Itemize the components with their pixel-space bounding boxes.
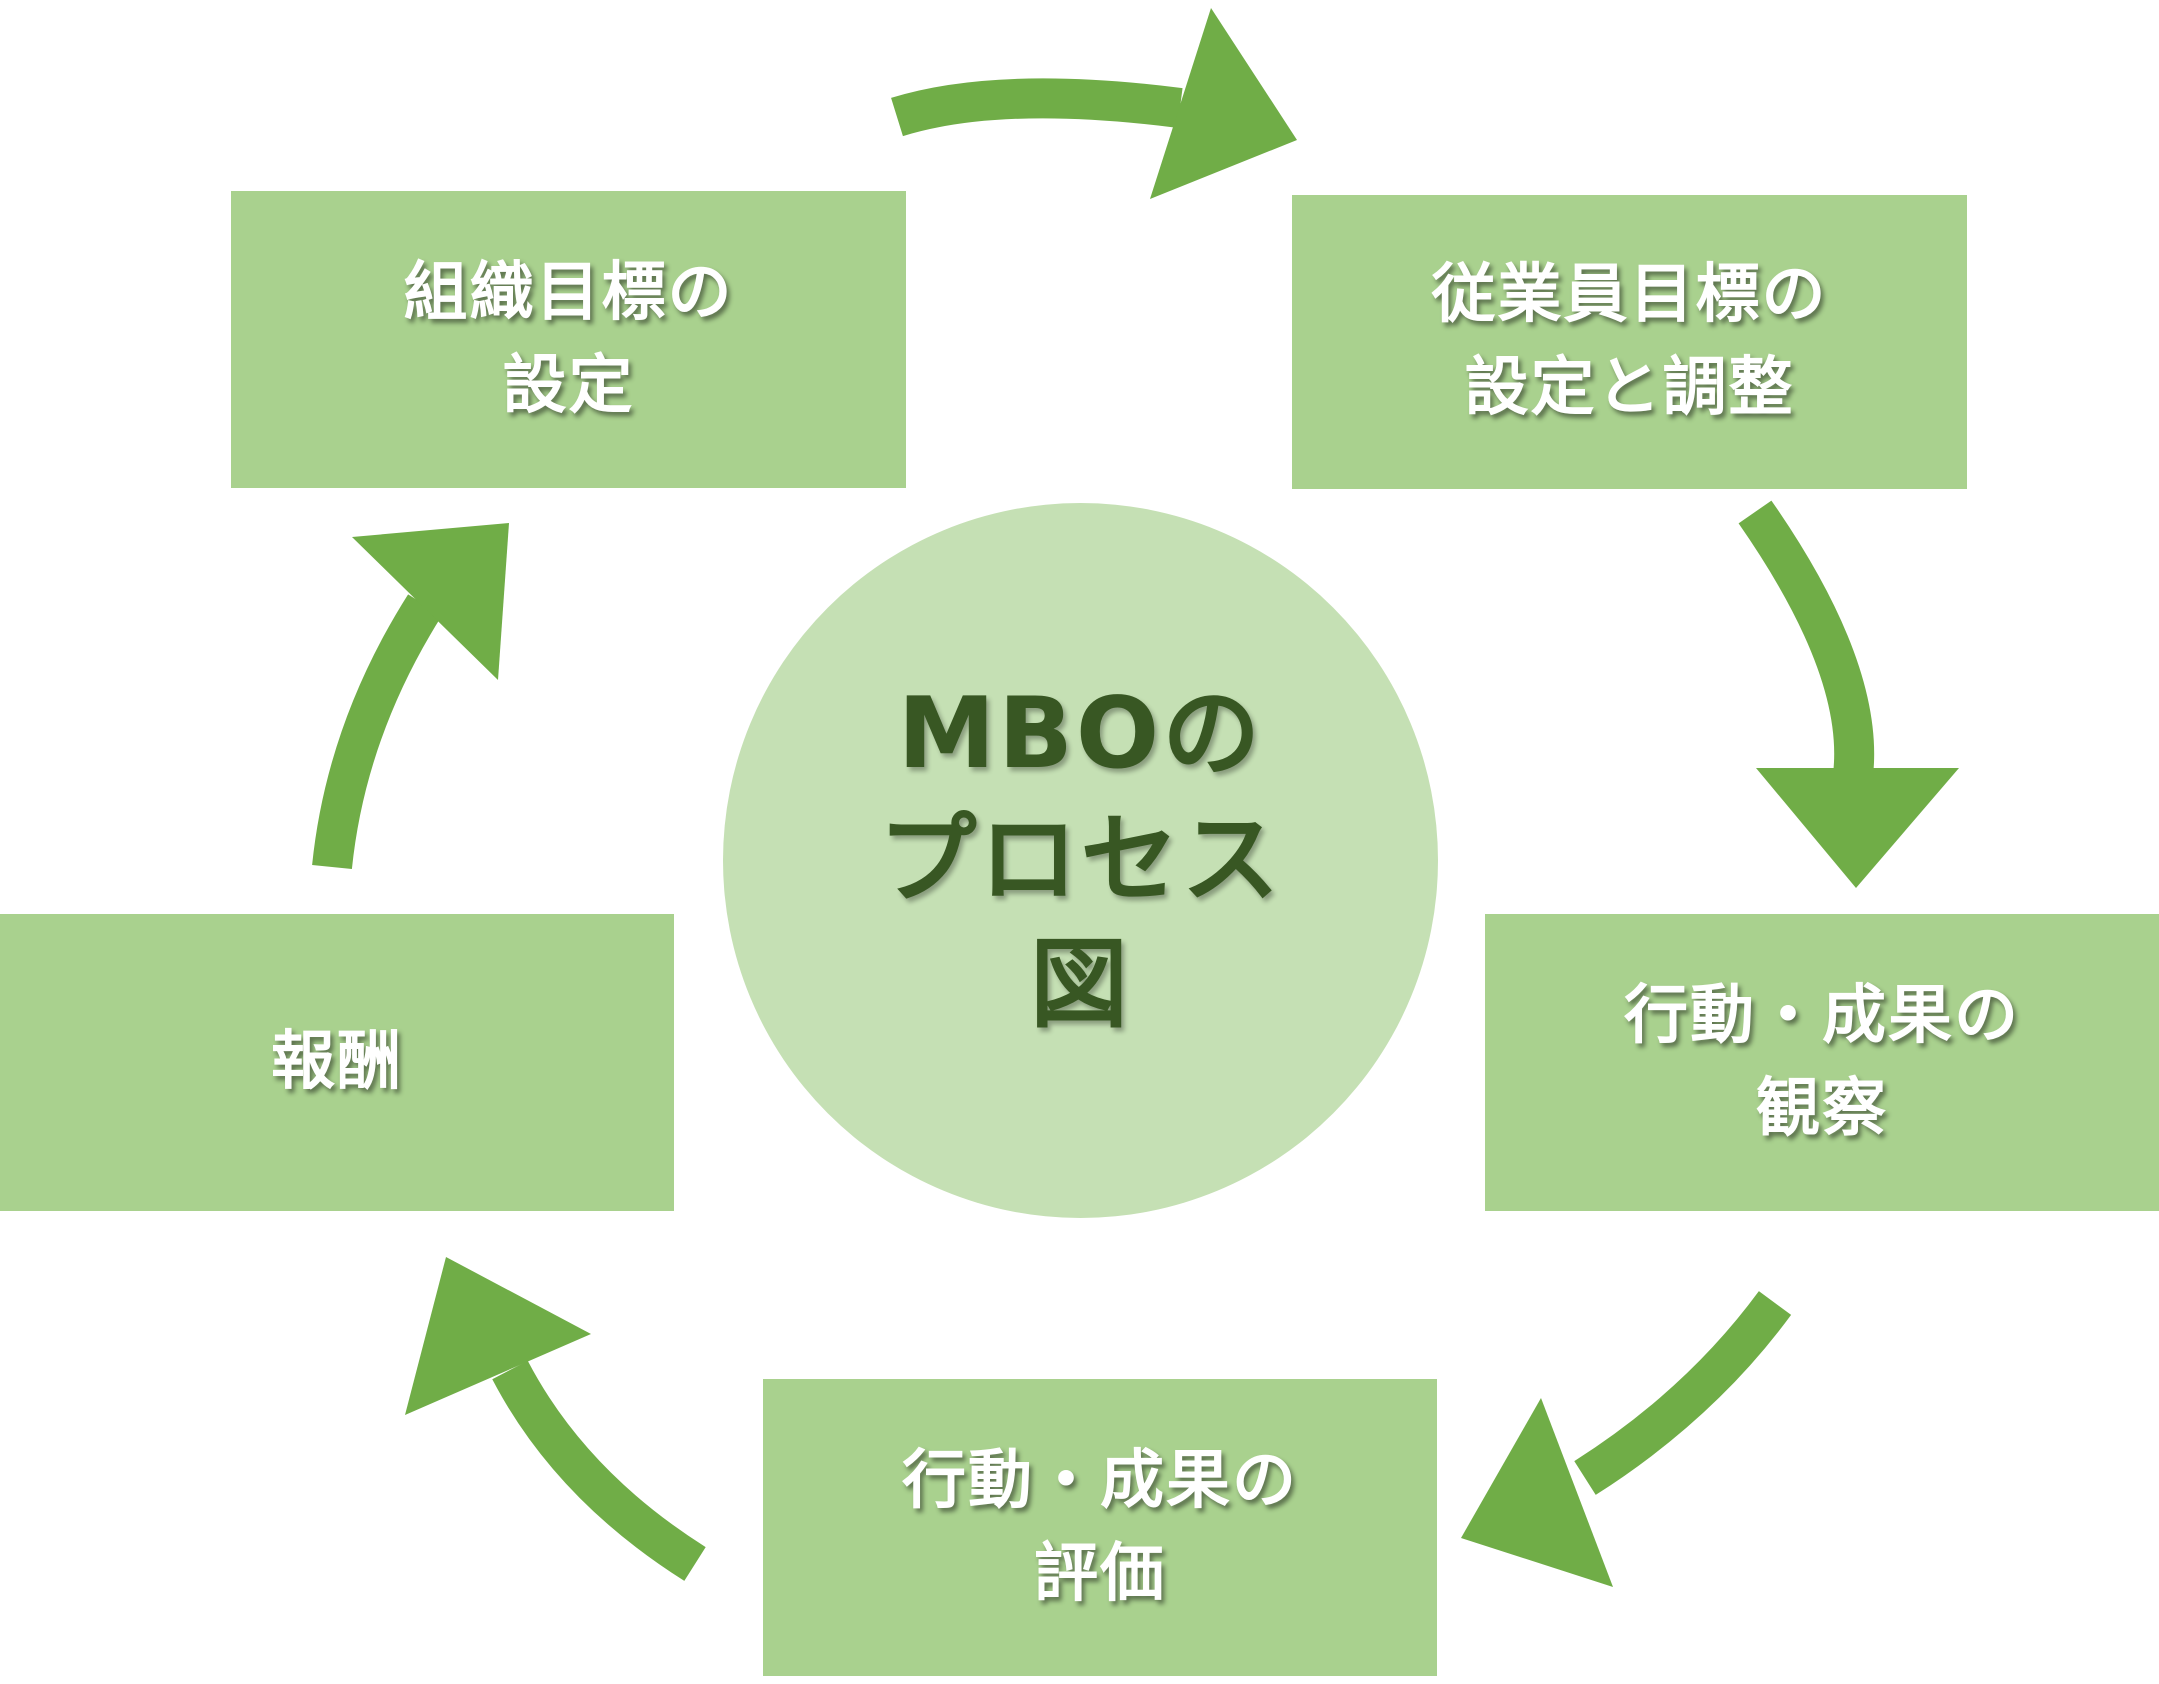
step-label-org-goal: 組織目標の 設定: [403, 255, 734, 423]
center-title: MBOの プロセス 図: [878, 677, 1283, 1043]
arrow-obs-to-eval: [1461, 1291, 1792, 1587]
step-box-observation: 行動・成果の 観察: [1485, 914, 2159, 1211]
step-label-reward: 報酬: [271, 1025, 403, 1100]
step-box-evaluation: 行動・成果の 評価: [763, 1379, 1437, 1676]
step-box-employee-goal: 従業員目標の 設定と調整: [1292, 195, 1967, 489]
step-box-org-goal: 組織目標の 設定: [231, 191, 906, 488]
center-circle: MBOの プロセス 図: [723, 503, 1438, 1218]
arrow-org-to-emp: [891, 8, 1297, 199]
step-label-evaluation: 行動・成果の 評価: [902, 1443, 1298, 1611]
step-label-employee-goal: 従業員目標の 設定と調整: [1431, 258, 1828, 425]
arrow-eval-to-reward: [405, 1257, 706, 1581]
step-box-reward: 報酬: [0, 914, 674, 1211]
arrow-reward-to-org: [312, 523, 509, 870]
arrow-emp-to-obs: [1738, 500, 1959, 888]
step-label-observation: 行動・成果の 観察: [1624, 978, 2020, 1146]
